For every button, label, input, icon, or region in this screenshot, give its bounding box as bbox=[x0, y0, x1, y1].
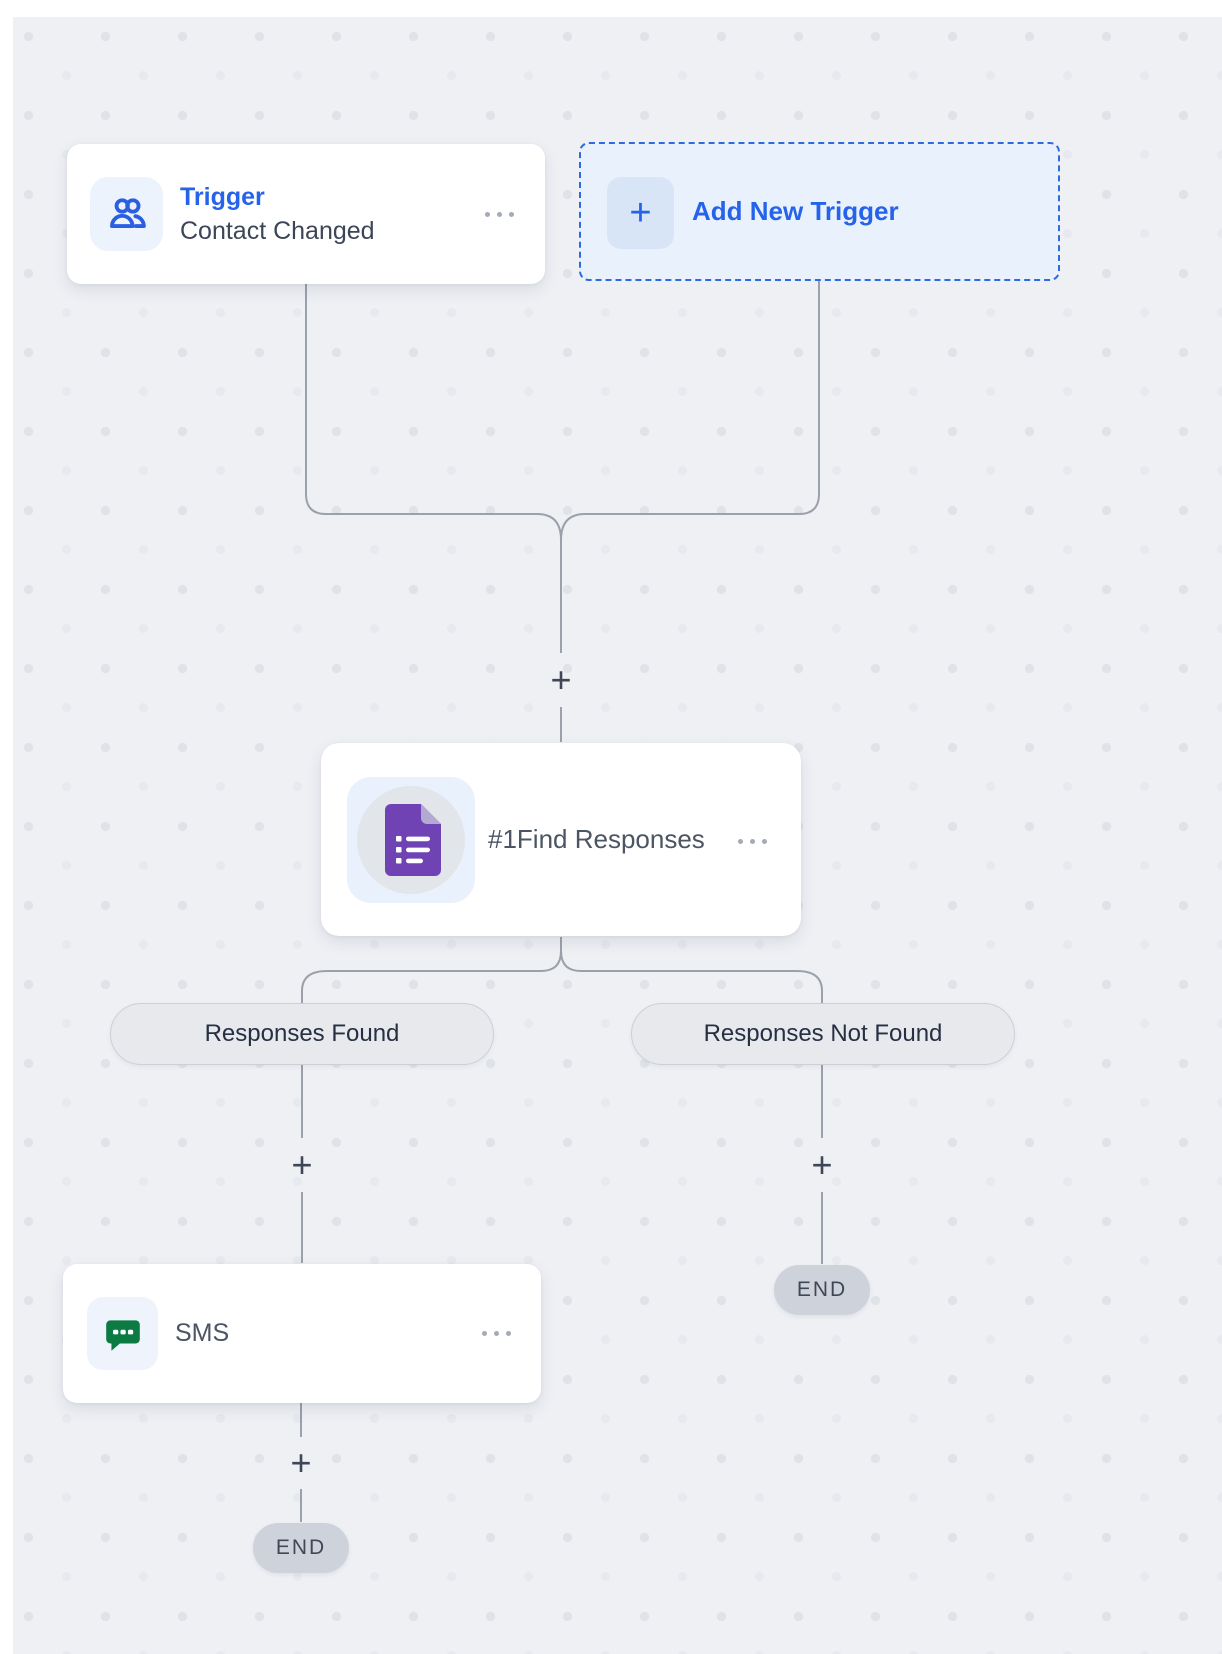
find-responses-menu-ellipsis-icon[interactable] bbox=[738, 839, 767, 844]
add-step-button-after-sms[interactable]: + bbox=[290, 1442, 312, 1483]
end-node-right: END bbox=[774, 1265, 870, 1315]
sms-title: SMS bbox=[175, 1319, 230, 1347]
edge-split-right bbox=[560, 937, 823, 1003]
add-step-button-notfound-branch[interactable]: + bbox=[811, 1144, 833, 1185]
sms-menu-ellipsis-icon[interactable] bbox=[482, 1331, 511, 1336]
find-responses-icon-box bbox=[347, 777, 475, 903]
branch-label-responses-found: Responses Found bbox=[110, 1003, 494, 1065]
sms-card[interactable]: SMS bbox=[63, 1264, 541, 1403]
plus-icon: + bbox=[607, 177, 674, 249]
branch-label-responses-not-found: Responses Not Found bbox=[631, 1003, 1015, 1065]
add-step-button-merge[interactable]: + bbox=[550, 659, 572, 700]
find-responses-title: #1Find Responses bbox=[488, 824, 705, 854]
trigger-name: Contact Changed bbox=[180, 217, 375, 245]
end-node-left: END bbox=[253, 1523, 349, 1573]
edge-trigger-to-merge bbox=[305, 284, 562, 541]
canvas-edge-left bbox=[0, 0, 13, 1654]
trigger-card[interactable]: Trigger Contact Changed bbox=[67, 144, 545, 284]
trigger-icon-box bbox=[90, 177, 163, 251]
find-responses-card[interactable]: #1Find Responses bbox=[321, 743, 801, 936]
canvas-edge-top bbox=[0, 0, 1222, 17]
users-icon bbox=[105, 192, 149, 236]
add-new-trigger-label: Add New Trigger bbox=[692, 196, 899, 226]
trigger-type-label: Trigger bbox=[180, 183, 265, 211]
add-new-trigger-button[interactable]: + Add New Trigger bbox=[579, 142, 1060, 281]
add-step-button-found-branch[interactable]: + bbox=[291, 1144, 313, 1185]
edge-split-left bbox=[301, 937, 562, 1003]
trigger-menu-ellipsis-icon[interactable] bbox=[485, 212, 514, 217]
sms-chat-icon bbox=[102, 1313, 144, 1355]
sms-icon-box bbox=[87, 1297, 158, 1370]
edge-addtrigger-to-merge bbox=[560, 281, 820, 541]
google-forms-icon bbox=[355, 784, 467, 896]
